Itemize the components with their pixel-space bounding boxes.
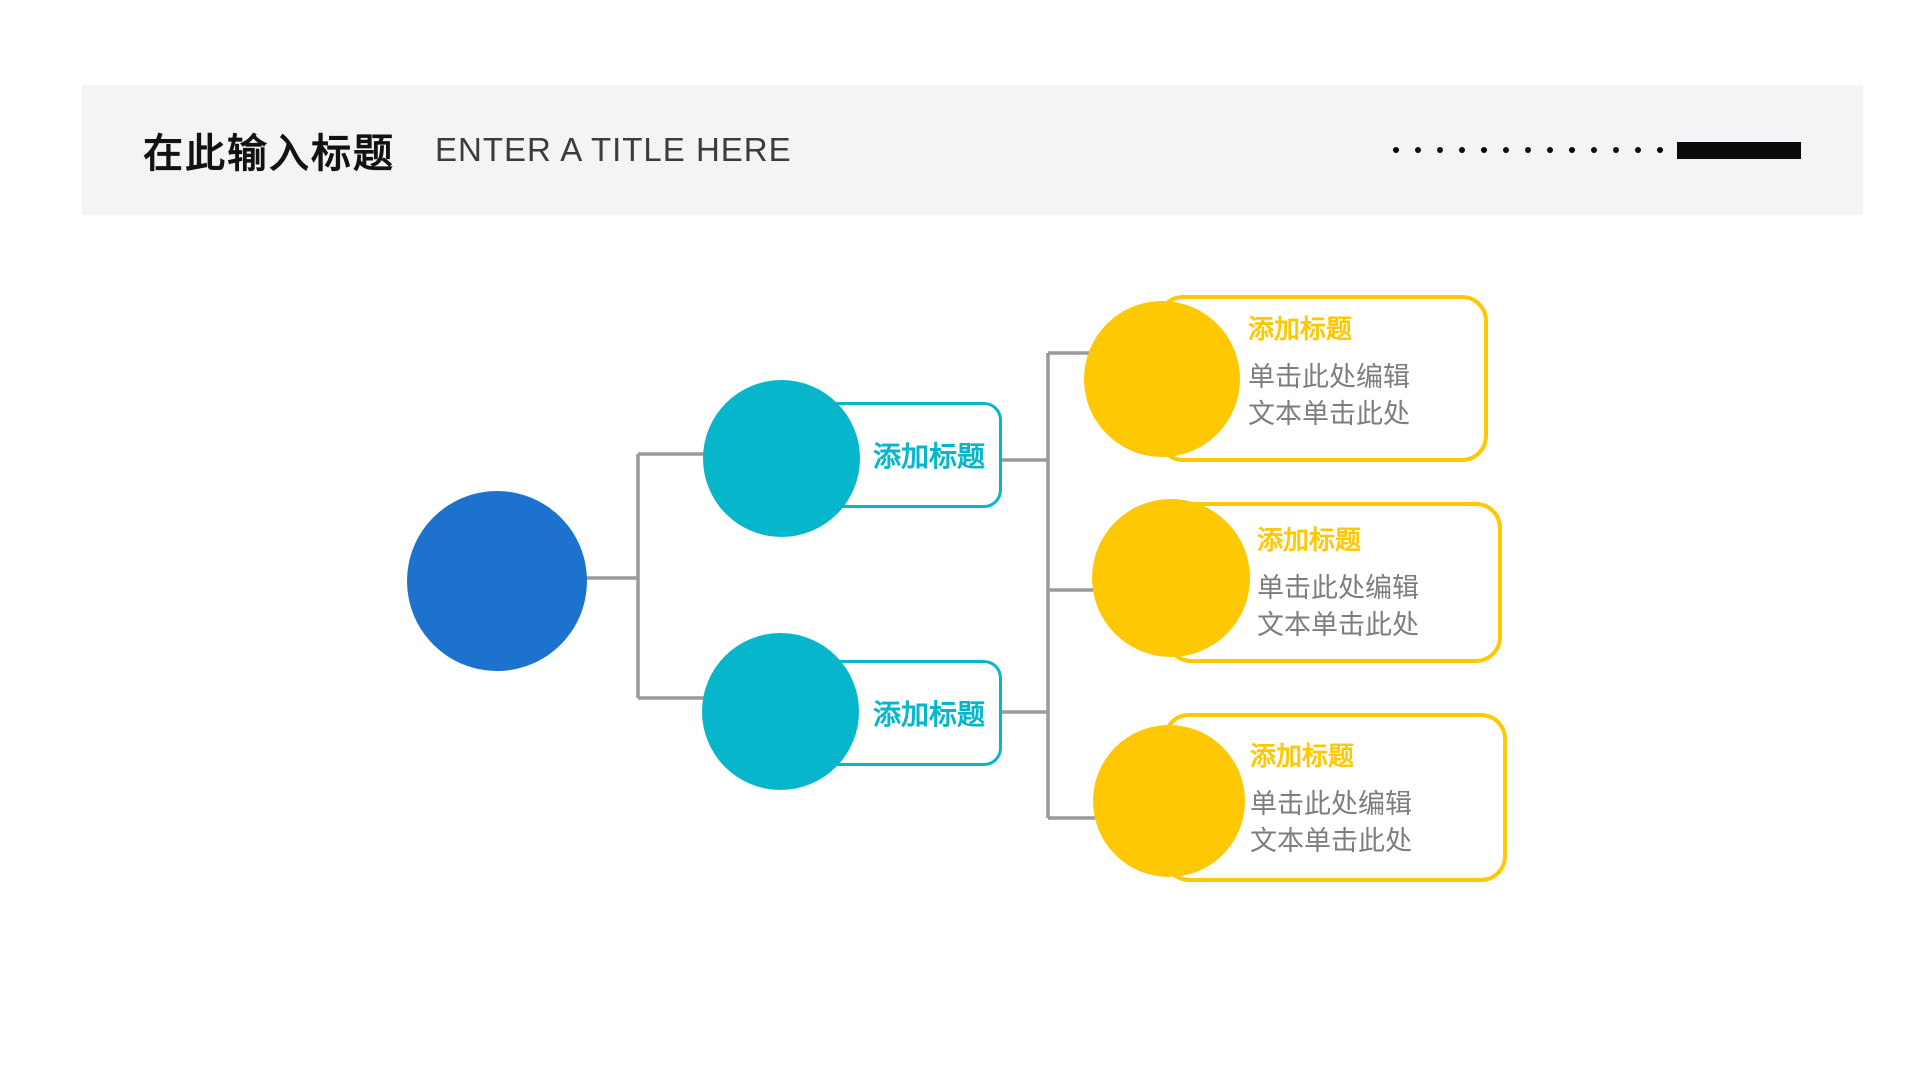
branch-title-placeholder[interactable]: 添加标题 xyxy=(872,699,985,730)
leaf-text-block: 添加标题 单击此处编辑 文本单击此处 xyxy=(1248,311,1410,433)
leaf-body-line: 单击此处编辑 xyxy=(1248,362,1410,392)
dot xyxy=(1591,147,1597,153)
black-bar xyxy=(1677,141,1801,159)
branch-node-circle xyxy=(702,633,859,790)
leaf-body-line: 单击此处编辑 xyxy=(1250,789,1412,819)
branch-title-placeholder[interactable]: 添加标题 xyxy=(872,441,985,472)
leaf-body-placeholder[interactable]: 单击此处编辑 文本单击此处 xyxy=(1250,786,1412,860)
leaf-text-block: 添加标题 单击此处编辑 文本单击此处 xyxy=(1250,738,1412,860)
dot xyxy=(1437,147,1443,153)
dot xyxy=(1481,147,1487,153)
leaf-title-placeholder[interactable]: 添加标题 xyxy=(1248,314,1353,344)
root-node-circle xyxy=(407,491,587,671)
dot xyxy=(1547,147,1553,153)
leaf-body-line: 单击此处编辑 xyxy=(1257,573,1419,603)
dot xyxy=(1525,147,1531,153)
dot xyxy=(1635,147,1641,153)
dot xyxy=(1459,147,1465,153)
dot-row xyxy=(1393,147,1663,153)
leaf-title-placeholder[interactable]: 添加标题 xyxy=(1250,741,1355,771)
header-bar: 在此输入标题 ENTER A TITLE HERE xyxy=(82,85,1863,215)
dot xyxy=(1393,147,1399,153)
leaf-node-circle xyxy=(1092,499,1250,657)
leaf-body-placeholder[interactable]: 单击此处编辑 文本单击此处 xyxy=(1257,570,1419,644)
leaf-body-line: 文本单击此处 xyxy=(1248,399,1410,429)
leaf-node-circle xyxy=(1084,301,1240,457)
leaf-body-line: 文本单击此处 xyxy=(1250,826,1412,856)
slide-subtitle-placeholder[interactable]: ENTER A TITLE HERE xyxy=(435,131,792,168)
leaf-title-placeholder[interactable]: 添加标题 xyxy=(1257,525,1362,555)
slide-title-placeholder[interactable]: 在此输入标题 xyxy=(143,132,395,176)
dot xyxy=(1415,147,1421,153)
leaf-body-placeholder[interactable]: 单击此处编辑 文本单击此处 xyxy=(1248,359,1410,433)
branch-node-circle xyxy=(703,380,860,537)
dot xyxy=(1657,147,1663,153)
leaf-text-block: 添加标题 单击此处编辑 文本单击此处 xyxy=(1257,522,1419,644)
leaf-body-line: 文本单击此处 xyxy=(1257,610,1419,640)
header-decoration xyxy=(1393,141,1801,159)
dot xyxy=(1613,147,1619,153)
leaf-node-circle xyxy=(1093,725,1245,877)
dot xyxy=(1503,147,1509,153)
dot xyxy=(1569,147,1575,153)
